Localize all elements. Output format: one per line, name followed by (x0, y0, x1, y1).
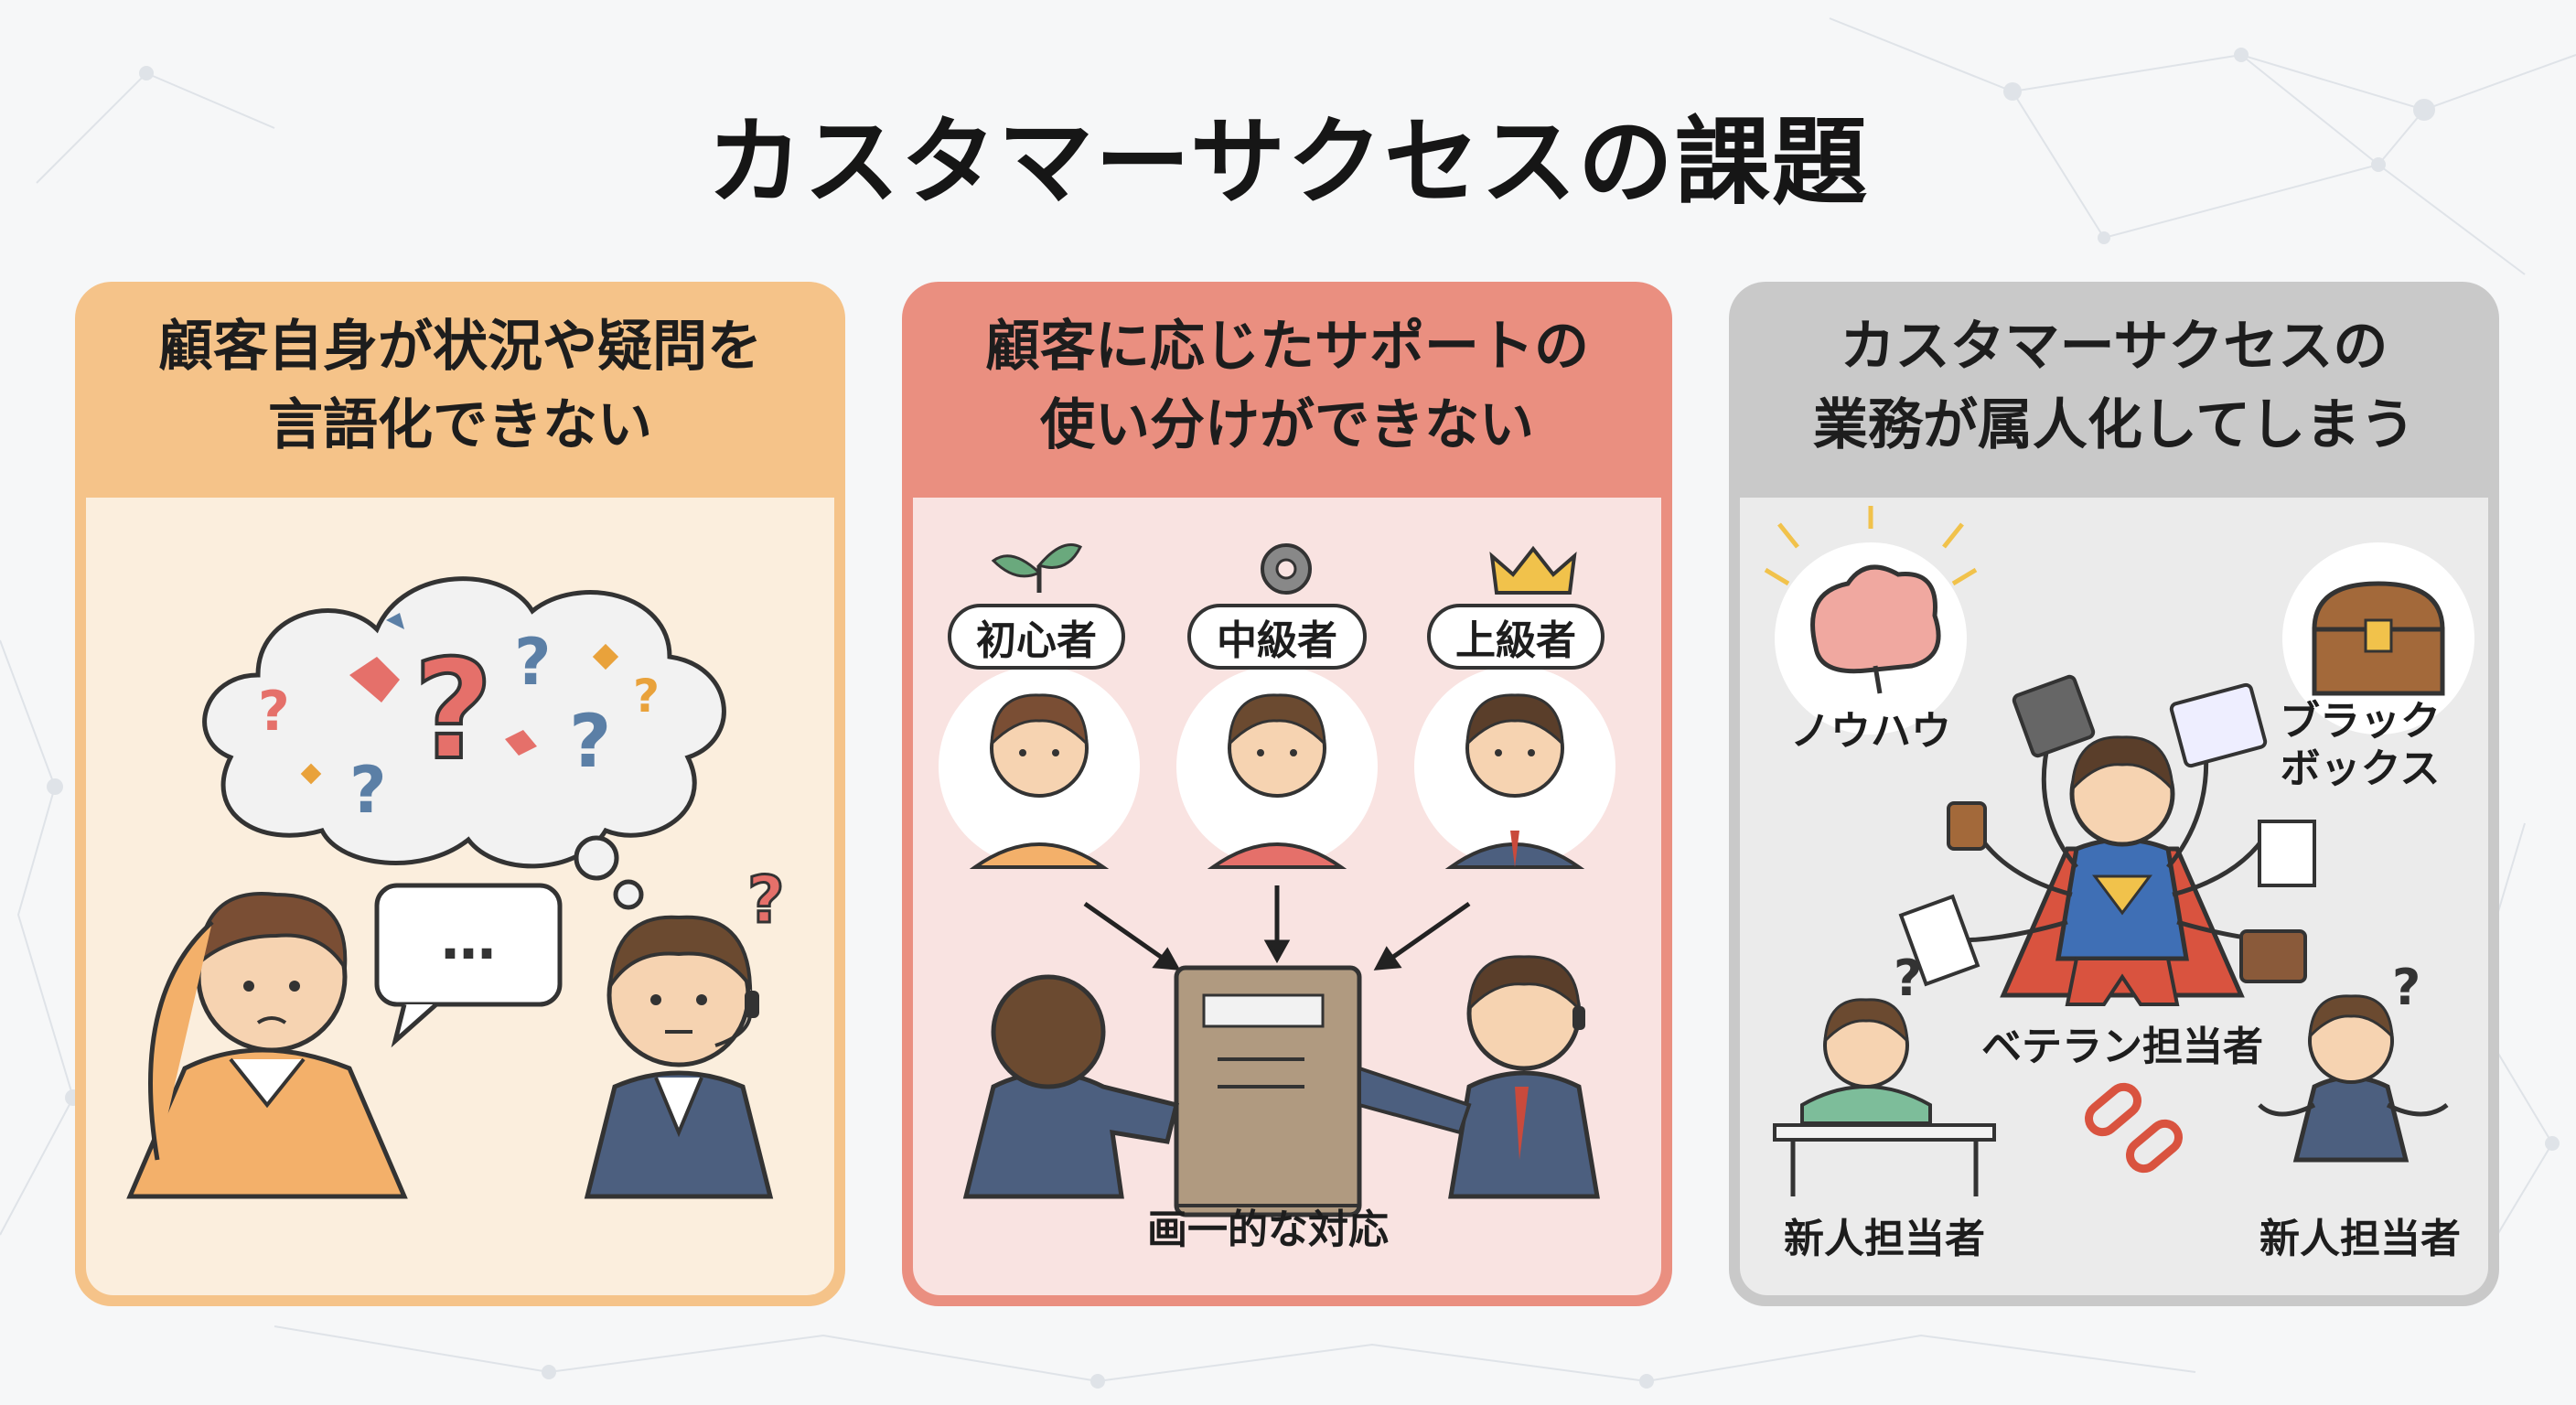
panel-verbalization: 顧客自身が状況や疑問を 言語化できない ? ? ? ? ? ? … (75, 282, 845, 1306)
broken-chain-icon (2085, 1082, 2183, 1174)
level-label-intermediate: 中級者 (1187, 604, 1367, 670)
intermediate-avatar (1176, 666, 1378, 869)
svg-text:?: ? (514, 625, 552, 700)
black-box-label: ブラック ボックス (2269, 698, 2452, 793)
question-marks-icon: ? ? ? ? ? ? (258, 613, 660, 828)
panel-heading: 顧客自身が状況や疑問を 言語化できない (75, 282, 845, 490)
panel-heading-line-1: カスタマーサクセスの (1840, 315, 2388, 379)
dependence-illustration: ? ? (1764, 506, 2474, 1196)
know-how-label: ノウハウ (1790, 708, 1951, 755)
uniform-response-caption: 画一的な対応 (1147, 1207, 1389, 1253)
page-title: カスタマーサクセスの課題 (707, 106, 1869, 218)
support-operator-icon (1358, 955, 1600, 1199)
svg-text:?: ? (1894, 949, 1922, 1007)
support-operator-icon: ? (584, 862, 786, 1199)
panel-heading-line-1: 顧客自身が状況や疑問を (158, 315, 762, 379)
panel-support-segmentation: 顧客に応じたサポートの 使い分けができない (902, 282, 1672, 1306)
arrows-icon (1083, 885, 1471, 971)
uniform-support-illustration (939, 543, 1615, 1217)
black-box-label-line-2: ボックス (2280, 745, 2441, 792)
panel-heading: カスタマーサクセスの 業務が属人化してしまう (1729, 282, 2499, 490)
panel-personalization-risk: カスタマーサクセスの 業務が属人化してしまう (1729, 282, 2499, 1306)
speech-bubble-icon: … (374, 883, 563, 1048)
panel-heading-line-2: 業務が属人化してしまう (1812, 393, 2416, 457)
crown-icon (1489, 545, 1577, 595)
svg-text:?: ? (349, 753, 387, 828)
newcomer-left-label: 新人担当者 (1784, 1216, 1985, 1262)
customer-back-icon (962, 974, 1180, 1199)
svg-text:?: ? (258, 680, 290, 744)
manual-book-icon (1174, 965, 1362, 1217)
customer-person-icon (126, 892, 408, 1199)
svg-text:?: ? (2392, 959, 2420, 1016)
panel-heading-line-2: 言語化できない (268, 393, 652, 457)
newcomer-shrugging-icon: ? (2258, 959, 2449, 1163)
advanced-avatar (1414, 666, 1615, 869)
panel-heading: 顧客に応じたサポートの 使い分けができない (902, 282, 1672, 490)
svg-text:?: ? (569, 699, 611, 784)
veteran-label: ベテラン担当者 (1981, 1024, 2263, 1070)
svg-text:?: ? (633, 670, 660, 723)
sprout-icon (991, 543, 1083, 593)
superhero-veteran-icon (1898, 674, 2316, 1006)
beginner-avatar (939, 666, 1140, 869)
brain-icon (1764, 506, 1978, 735)
speech-bubble-text: … (441, 908, 496, 972)
panel-heading-line-2: 使い分けができない (1040, 393, 1534, 457)
gear-icon (1261, 543, 1312, 595)
panel-heading-line-1: 顧客に応じたサポートの (985, 315, 1589, 379)
newcomer-right-label: 新人担当者 (2259, 1216, 2461, 1262)
confused-customer-illustration: ? ? ? ? ? ? … (126, 576, 786, 1199)
level-label-beginner: 初心者 (948, 604, 1125, 670)
level-label-advanced: 上級者 (1427, 604, 1605, 670)
svg-text:?: ? (747, 863, 785, 938)
black-box-label-line-1: ブラック (2280, 698, 2441, 745)
thought-cloud-icon (202, 576, 726, 910)
treasure-chest-icon (2282, 542, 2474, 735)
newcomer-at-desk-icon: ? (1773, 949, 1996, 1196)
svg-text:?: ? (413, 631, 493, 790)
